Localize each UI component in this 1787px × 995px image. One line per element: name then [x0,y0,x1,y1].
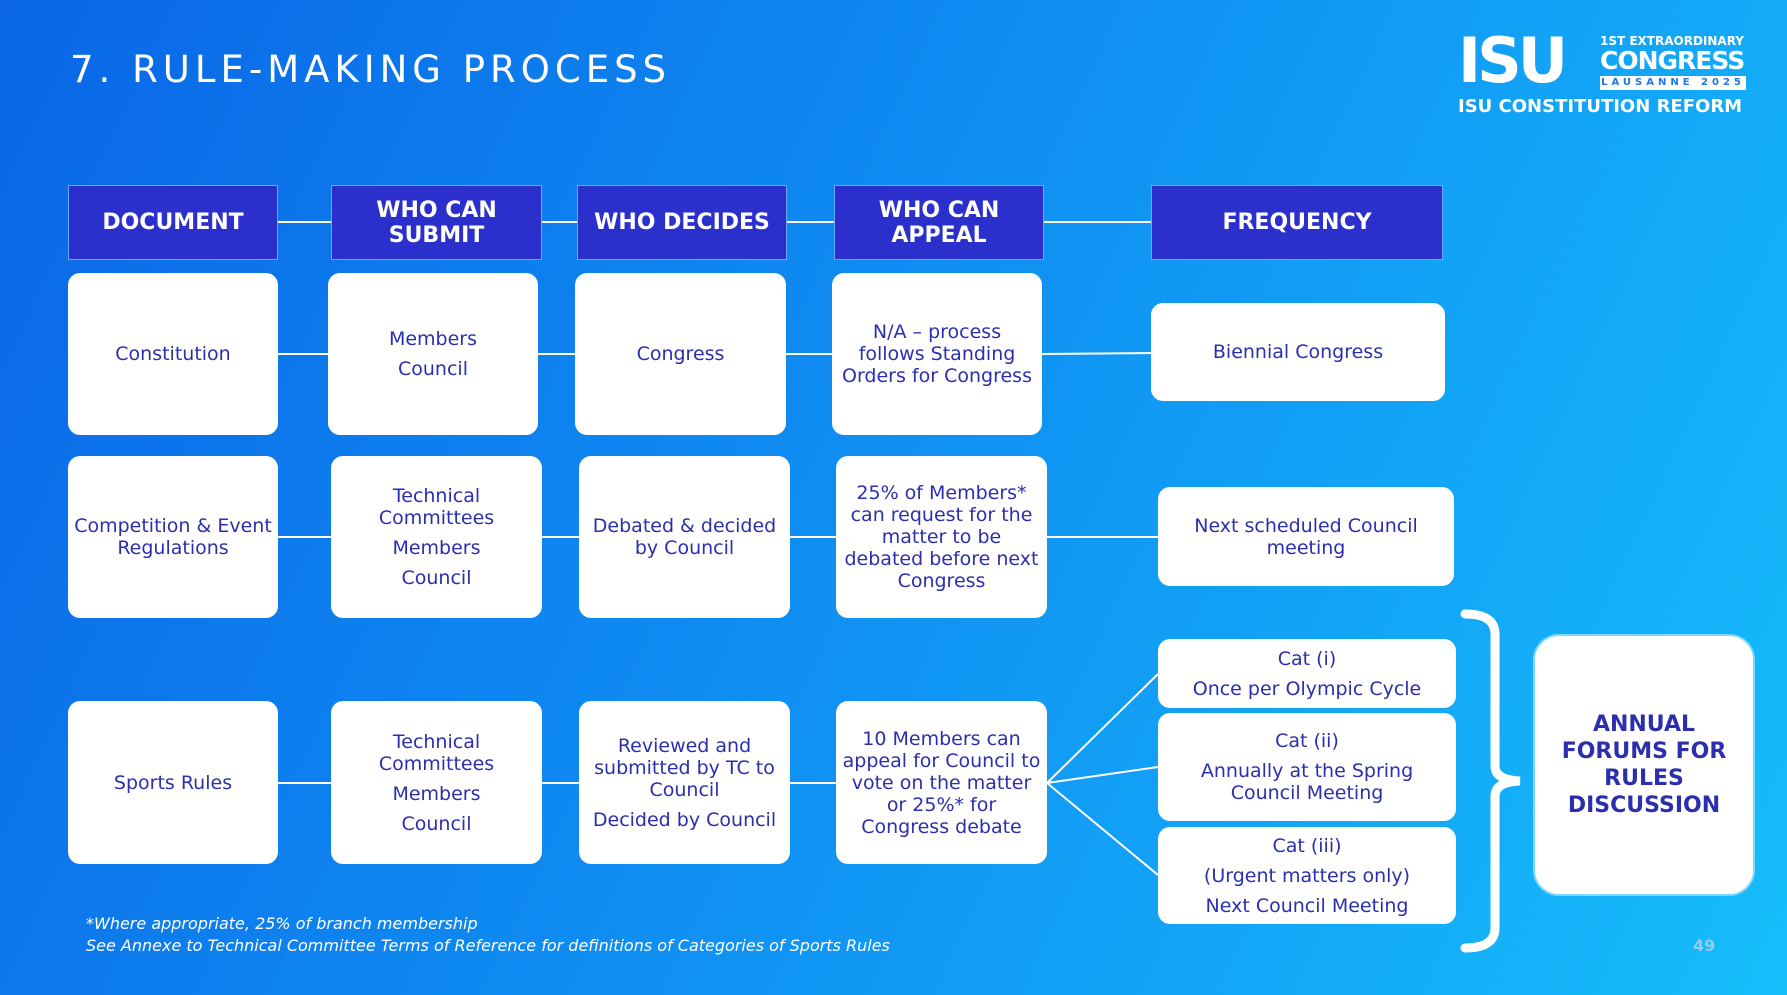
submitter-item: Members [392,537,481,559]
footnote-branch: *Where appropriate, 25% of branch member… [86,914,478,933]
decider-label: Debated & decided by Council [592,515,777,559]
subtitle: ISU CONSTITUTION REFORM [1458,96,1743,117]
category-card-ii: Cat (ii) Annually at the Spring Council … [1158,713,1456,821]
decider-label: Congress [636,343,725,365]
forum-label: ANNUAL FORUMS FOR RULES DISCUSSION [1561,712,1727,818]
competition-decides-card: Debated & decided by Council [579,456,790,618]
competition-frequency-card: Next scheduled Council meeting [1158,487,1454,586]
sports-submit-card: Technical Committees Members Council [331,701,542,864]
category-label: Cat (i) [1277,647,1337,670]
decider-label: Reviewed and submitted by TC to Council [594,734,775,801]
frequency-label: Next scheduled Council meeting [1194,514,1418,559]
page-number: 49 [1693,936,1716,955]
sports-decides-card: Reviewed and submitted by TC to Council … [579,701,790,864]
document-label: Competition & Event Regulations [74,515,272,559]
category-frequency: Annually at the Spring Council Meeting [1200,760,1414,804]
header-document: DOCUMENT [68,185,278,260]
category-label: Cat (iii) [1272,834,1342,857]
category-frequency: Once per Olympic Cycle [1192,677,1422,700]
frequency-label: Biennial Congress [1212,341,1384,363]
category-frequency: Next Council Meeting [1205,894,1409,917]
submitter-item: Council [398,358,468,380]
brace-icon [1460,609,1521,953]
header-frequency: FREQUENCY [1151,185,1443,260]
category-label: Cat (ii) [1275,730,1339,752]
submitter-item: Members [392,782,481,805]
header-who-can-appeal: WHO CAN APPEAL [834,185,1044,260]
competition-document-card: Competition & Event Regulations [68,456,278,618]
appeal-text: 25% of Members* can request for the matt… [844,482,1039,592]
appeal-text: N/A – process follows Standing Orders fo… [842,321,1032,387]
page-title: 7. RULE-MAKING PROCESS [70,48,672,91]
submitter-item: Council [401,812,472,835]
sports-document-card: Sports Rules [68,701,278,864]
submitter-item: Members [388,328,478,350]
congress-badge-line2: CONGRESS [1600,46,1745,75]
congress-badge-line3: LAUSANNE 2025 [1600,76,1746,90]
appeal-text: 10 Members can appeal for Council to vot… [842,727,1041,838]
document-label: Constitution [115,343,231,365]
category-frequency: (Urgent matters only) [1203,864,1411,887]
constitution-decides-card: Congress [575,273,786,435]
competition-submit-card: Technical Committees Members Council [331,456,542,618]
category-card-i: Cat (i) Once per Olympic Cycle [1158,639,1456,708]
annual-forums-card: ANNUAL FORUMS FOR RULES DISCUSSION [1533,634,1755,896]
competition-appeal-card: 25% of Members* can request for the matt… [836,456,1047,618]
sports-appeal-card: 10 Members can appeal for Council to vot… [836,701,1047,864]
header-who-decides: WHO DECIDES [577,185,787,260]
submitter-item: Technical Committees [378,485,495,529]
submitter-item: Technical Committees [378,730,495,775]
constitution-frequency-card: Biennial Congress [1151,303,1445,401]
constitution-submit-card: Members Council [328,273,538,435]
isu-logo: ISU [1458,24,1568,97]
decider-label: Decided by Council [592,808,777,831]
footnote-annexe: See Annexe to Technical Committee Terms … [86,936,890,955]
header-who-can-submit: WHO CAN SUBMIT [331,185,542,260]
constitution-appeal-card: N/A – process follows Standing Orders fo… [832,273,1042,435]
document-label: Sports Rules [113,771,233,794]
congress-badge: 1ST EXTRAORDINARY CONGRESS LAUSANNE 2025 [1600,34,1750,90]
congress-badge-line1: 1ST EXTRAORDINARY [1600,34,1744,48]
submitter-item: Council [401,567,472,589]
category-card-iii: Cat (iii) (Urgent matters only) Next Cou… [1158,827,1456,924]
constitution-document-card: Constitution [68,273,278,435]
